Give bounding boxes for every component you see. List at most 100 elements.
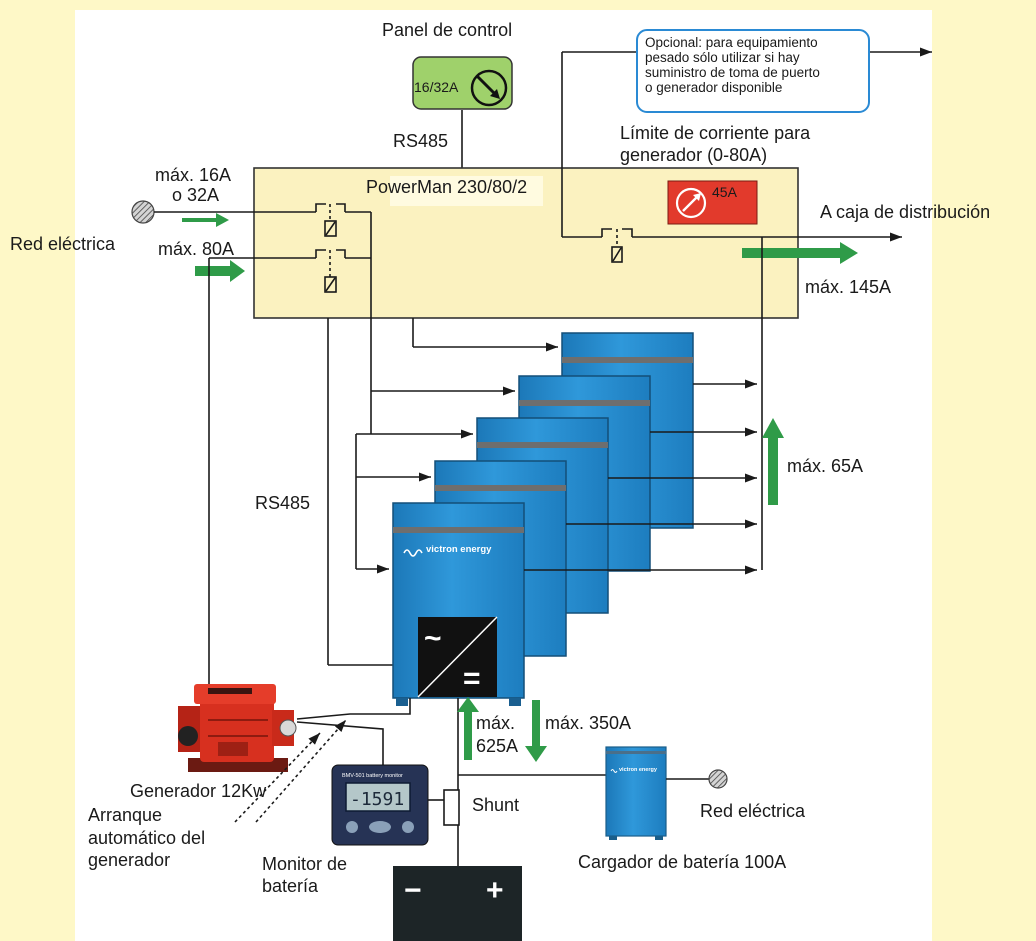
monitor-label: Monitor de xyxy=(262,854,347,874)
inverter-max-label: máx. 65A xyxy=(787,456,863,476)
relay-coil xyxy=(324,276,337,293)
relay-contact-icon xyxy=(315,203,346,237)
monitor-reading: -1591 xyxy=(350,789,404,810)
victron-brand: victron energy xyxy=(426,544,492,555)
battery-charger: victron energy xyxy=(605,746,667,840)
inverter-foot xyxy=(396,698,408,706)
control-panel-title: Panel de control xyxy=(382,20,512,40)
distribution-max-label: máx. 145A xyxy=(805,277,891,297)
charge-max-label: máx. xyxy=(476,713,515,733)
inverter-symbol-panel: ~ = xyxy=(417,616,498,698)
powerman-label: PowerMan 230/80/2 xyxy=(366,177,527,197)
inverter-stripe xyxy=(393,527,524,533)
relay-contact xyxy=(336,203,346,212)
battery-positive-terminal: + xyxy=(486,874,504,907)
shunt-label: Shunt xyxy=(472,795,519,815)
powerman-label-highlight xyxy=(390,176,543,206)
charger-foot xyxy=(655,836,663,840)
inverter-stripe xyxy=(477,442,608,448)
shore-power-label: Red eléctrica xyxy=(10,234,116,254)
optional-note-line: Opcional: para equipamiento xyxy=(645,35,818,50)
shore-power-socket-icon xyxy=(131,200,155,224)
dial-needle-head xyxy=(693,193,701,201)
charger-stripe xyxy=(606,751,666,754)
victron-logo: victron energy xyxy=(403,544,492,557)
relay-coil-mark xyxy=(325,277,336,292)
charge-flow-arrow xyxy=(457,697,479,760)
distribution-flow-arrow xyxy=(742,242,858,264)
relay-coil xyxy=(611,246,623,263)
dial-ring xyxy=(675,187,707,219)
battery-body xyxy=(393,866,522,941)
charger-body xyxy=(605,746,667,837)
current-limit-label: Límite de corriente para xyxy=(620,123,811,143)
dial-needle xyxy=(475,74,496,95)
generator-label: Generador 12Kw xyxy=(130,781,267,801)
autostart-label: automático del xyxy=(88,828,205,848)
victron-wave-icon xyxy=(610,769,618,773)
generator-starter xyxy=(279,719,297,737)
discharge-max-label: máx. 350A xyxy=(545,713,631,733)
monitor-display xyxy=(345,782,411,812)
relay-contact xyxy=(601,228,612,237)
generator-max-label: máx. 80A xyxy=(158,239,234,259)
ac-dc-divider xyxy=(417,616,498,698)
relay-contact-icon xyxy=(601,228,633,263)
relay-contact-icon xyxy=(315,249,346,293)
dial-needle-head xyxy=(490,89,500,99)
monitor-autostart-wire xyxy=(296,721,384,765)
monitor-model: BMV-501 battery monitor xyxy=(342,773,403,779)
generator-oil-pan xyxy=(218,742,248,756)
victron-wave-icon xyxy=(403,549,423,557)
dial-needle xyxy=(682,196,698,212)
monitor-label: batería xyxy=(262,876,319,896)
generator-flow-arrow xyxy=(195,260,245,282)
ac-symbol: ~ xyxy=(424,622,442,655)
monitor-button-select[interactable] xyxy=(369,821,391,833)
charger-label: Cargador de batería 100A xyxy=(578,852,786,872)
optional-note-line: pesado sólo utilizar si hay xyxy=(645,50,800,65)
inverter-stripe xyxy=(435,485,566,491)
relay-coil xyxy=(324,220,337,237)
shore-flow-arrow xyxy=(182,213,229,227)
relay-contact xyxy=(622,228,633,237)
relay-contact xyxy=(336,249,346,258)
relay-coil-mark xyxy=(612,247,622,262)
inverter-stripe xyxy=(562,357,693,363)
autostart-pointer xyxy=(234,732,321,823)
dial-ring xyxy=(470,69,508,107)
distribution-label: A caja de distribución xyxy=(820,202,990,222)
charger-foot xyxy=(609,836,617,840)
control-panel-rating: 16/32A xyxy=(414,79,459,95)
autostart-pointer xyxy=(255,719,347,823)
generator-image xyxy=(178,684,297,772)
battery-negative-terminal: − xyxy=(404,874,422,907)
inverter-output-flow-arrow xyxy=(762,418,784,505)
dc-symbol: = xyxy=(463,662,481,695)
relay-contact xyxy=(315,203,326,212)
generator-cover-plate xyxy=(208,688,252,694)
optional-note-box xyxy=(636,29,870,113)
control-panel: 16/32A xyxy=(412,56,513,110)
charger-brand: victron energy xyxy=(619,767,658,773)
monitor-button-left[interactable] xyxy=(346,821,358,833)
autostart-label: generador xyxy=(88,850,170,870)
optional-note-line: o generador disponible xyxy=(645,80,782,95)
shunt xyxy=(443,789,460,826)
shore-power-socket-icon xyxy=(708,769,728,789)
battery: − + xyxy=(393,866,522,941)
inverter-5: victron energy ~ = xyxy=(392,502,525,706)
optional-note-callout: Opcional: para equipamiento pesado sólo … xyxy=(636,29,870,113)
current-limit-indicator: 45A xyxy=(667,180,758,225)
current-limit-label: generador (0-80A) xyxy=(620,145,767,165)
charge-max-label: 625A xyxy=(476,736,518,756)
generator-pulley xyxy=(178,726,198,746)
battery-monitor: BMV-501 battery monitor -1591 xyxy=(331,764,429,846)
relay-contact xyxy=(315,249,326,258)
monitor-button-right[interactable] xyxy=(402,821,414,833)
rs485-label-inverters: RS485 xyxy=(255,493,310,513)
discharge-flow-arrow xyxy=(525,700,547,762)
shore-max-label: o 32A xyxy=(172,185,219,205)
gauge-dial-icon xyxy=(470,69,508,107)
